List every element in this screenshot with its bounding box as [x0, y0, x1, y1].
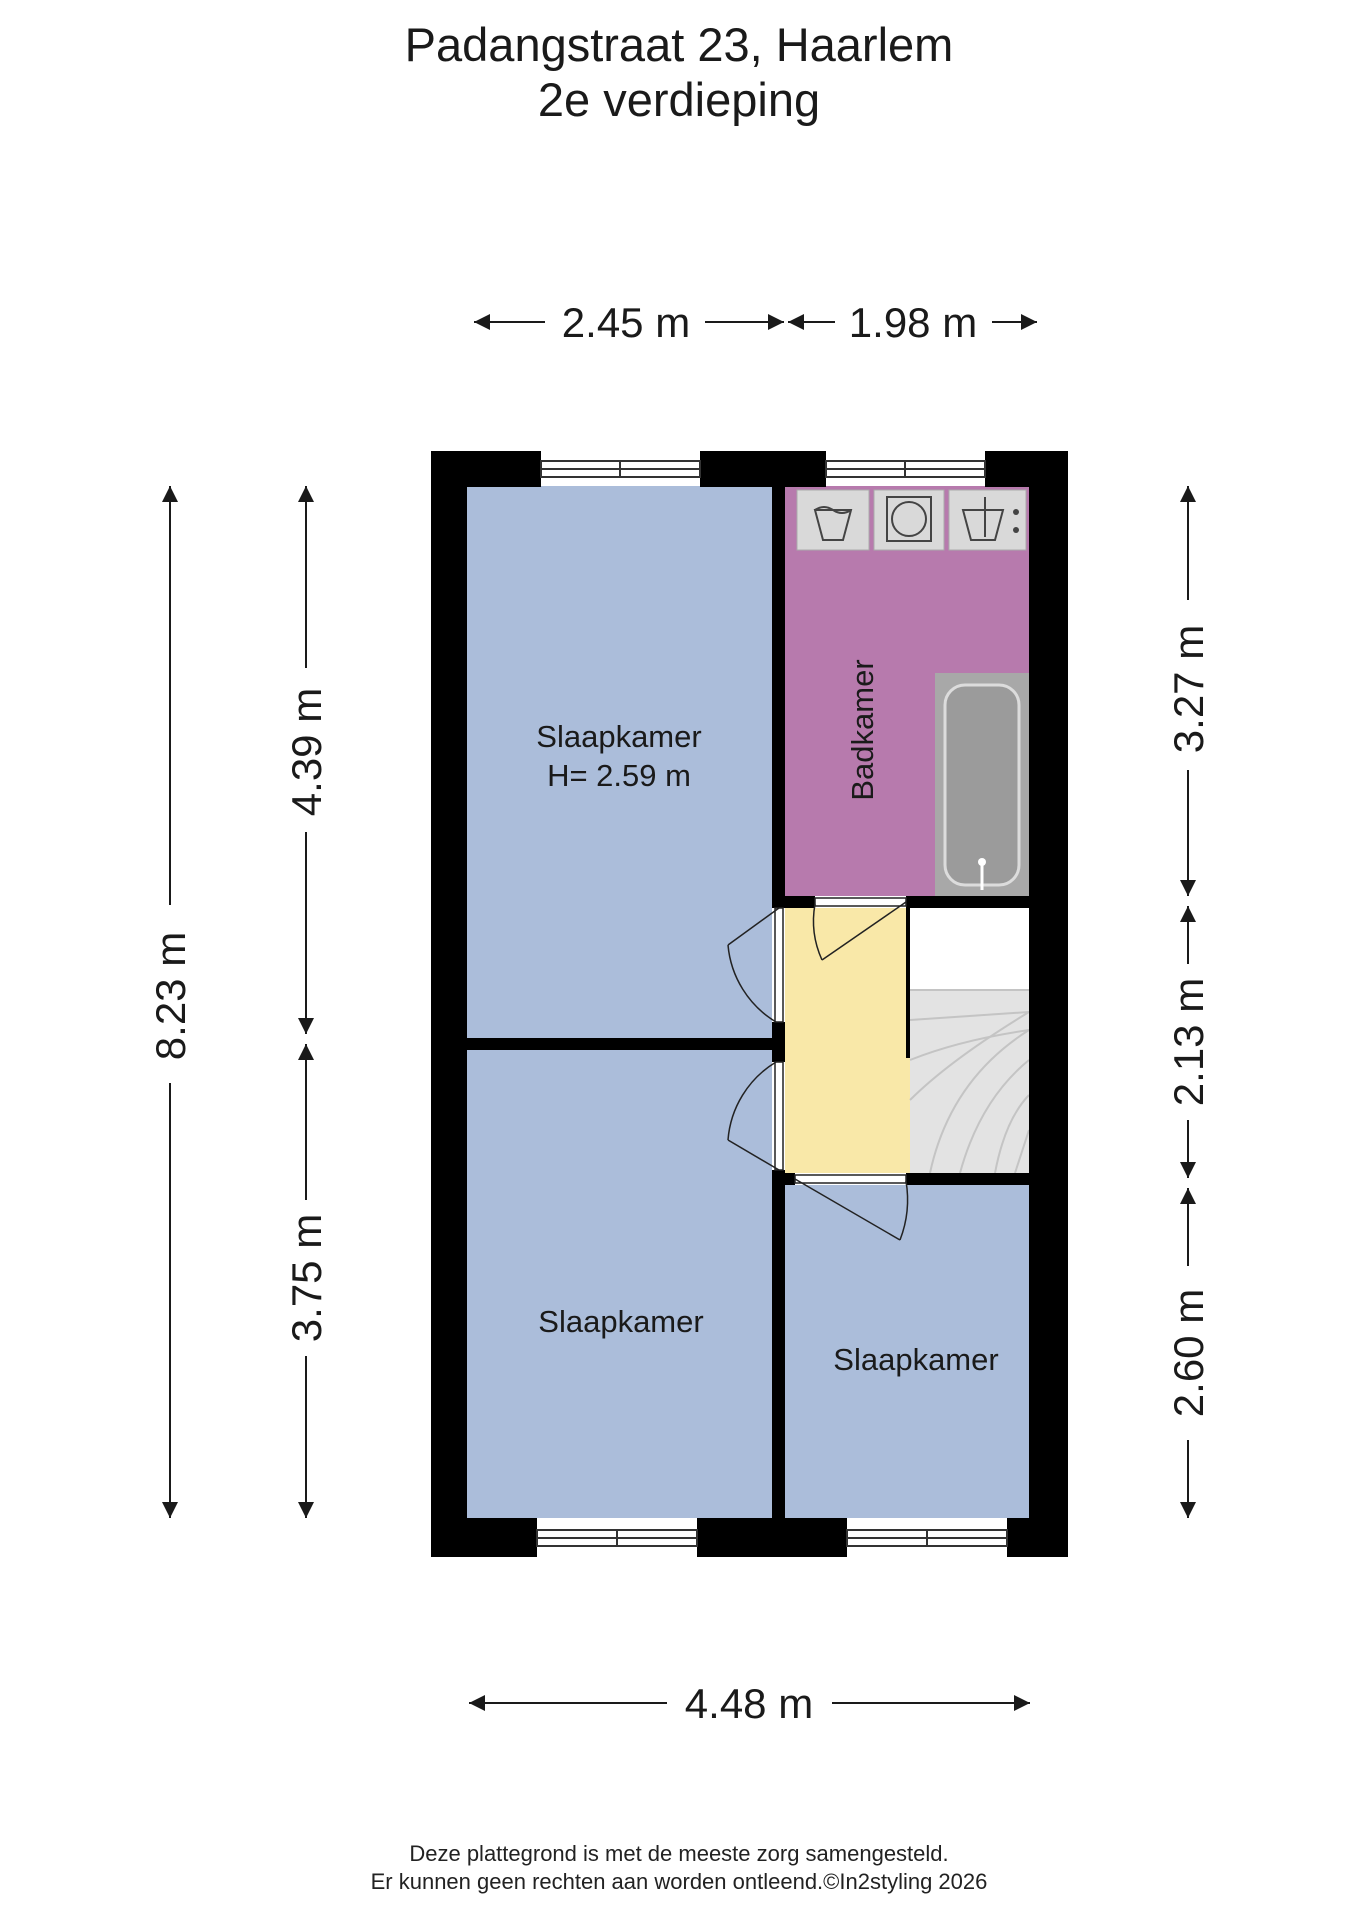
dim-bottom: 4.48 m	[685, 1680, 813, 1727]
dim-right-top: 3.27 m	[1165, 625, 1212, 753]
bedroom-main-fill	[466, 486, 772, 1038]
plan-title: Padangstraat 23, Haarlem	[404, 18, 954, 71]
disclaimer-line-2: Er kunnen geen rechten aan worden ontlee…	[370, 1869, 988, 1894]
bedroom-lower-left-fill	[466, 1050, 772, 1518]
dim-top-right: 1.98 m	[849, 299, 977, 346]
landing-fill	[785, 908, 910, 1173]
washer-icon	[796, 489, 870, 551]
bedroom-main-label: Slaapkamer	[536, 719, 701, 754]
dim-left-lower: 3.75 m	[283, 1214, 330, 1342]
bedroom-lower-left-label: Slaapkamer	[538, 1304, 703, 1339]
sink-icon	[948, 489, 1027, 551]
dimension-top: 2.45 m 1.98 m	[474, 299, 1037, 346]
dimension-bottom: 4.48 m	[469, 1680, 1030, 1727]
dim-top-left: 2.45 m	[562, 299, 690, 346]
dim-left-total: 8.23 m	[147, 932, 194, 1060]
windows	[536, 460, 1008, 1547]
bathtub-icon	[935, 673, 1029, 896]
dimension-right: 3.27 m 2.13 m 2.60 m	[1165, 486, 1212, 1518]
dim-right-middle: 2.13 m	[1165, 978, 1212, 1106]
walls	[431, 451, 1068, 1557]
dimension-left: 8.23 m 4.39 m 3.75 m	[147, 486, 330, 1518]
bedroom-lower-right-fill	[785, 1185, 1029, 1518]
stair-lines	[909, 989, 1030, 1174]
disclaimer-line-1: Deze plattegrond is met de meeste zorg s…	[409, 1841, 949, 1866]
doors	[727, 897, 909, 1241]
dim-right-bottom: 2.60 m	[1165, 1289, 1212, 1417]
dryer-icon	[873, 489, 945, 551]
floor-subtitle: 2e verdieping	[537, 73, 821, 126]
bedroom-lower-right-label: Slaapkamer	[833, 1342, 998, 1377]
bathroom-label: Badkamer	[845, 659, 880, 800]
dim-left-upper: 4.39 m	[283, 688, 330, 816]
ceiling-height-label: H= 2.59 m	[547, 758, 691, 793]
